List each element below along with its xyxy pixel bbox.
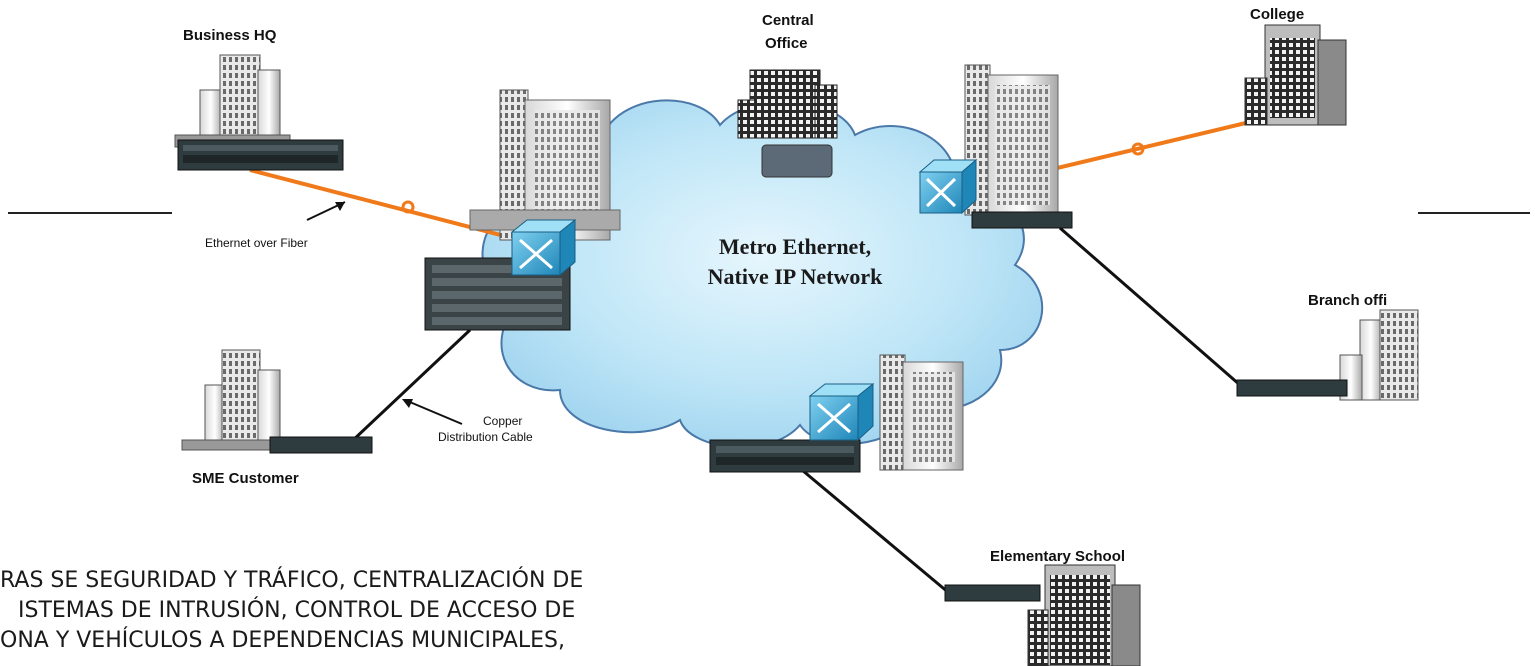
switch-right bbox=[918, 158, 978, 215]
label-elementary-school: Elementary School bbox=[990, 548, 1126, 565]
label-copper-2: Distribution Cable bbox=[438, 430, 533, 444]
cloud-title: Metro Ethernet, Native IP Network bbox=[650, 232, 940, 292]
label-ethernet-over-fiber: Ethernet over Fiber bbox=[205, 236, 308, 250]
label-central-office-1: Central bbox=[762, 12, 814, 29]
body-text: RAS SE SEGURIDAD Y TRÁFICO, CENTRALIZACI… bbox=[0, 566, 583, 656]
label-business-hq: Business HQ bbox=[183, 27, 277, 44]
right-pop bbox=[964, 64, 1073, 229]
body-text-line2: ISTEMAS DE INTRUSIÓN, CONTROL DE ACCESO … bbox=[18, 598, 576, 623]
arrow-copper bbox=[404, 399, 463, 425]
label-sme-customer: SME Customer bbox=[192, 470, 299, 487]
switch-bottom bbox=[808, 382, 875, 442]
copper-branch bbox=[1059, 226, 1241, 387]
copper-school bbox=[789, 458, 956, 600]
label-copper-1: Copper bbox=[483, 414, 523, 428]
switch-left bbox=[510, 218, 577, 277]
elementary-school-building bbox=[944, 564, 1141, 666]
college-building bbox=[1244, 24, 1347, 126]
copper-links bbox=[306, 201, 1241, 600]
branch-office-building bbox=[1236, 309, 1419, 401]
body-text-line3: ONA Y VEHÍCULOS A DEPENDENCIAS MUNICIPAL… bbox=[0, 628, 566, 653]
label-college: College bbox=[1250, 6, 1305, 23]
label-central-office-2: Office bbox=[765, 35, 808, 52]
business-hq-building bbox=[174, 54, 344, 171]
cloud-title-line1: Metro Ethernet, bbox=[718, 234, 872, 259]
sme-customer-building bbox=[181, 349, 373, 454]
bottom-pop bbox=[709, 354, 964, 473]
body-text-line1: RAS SE SEGURIDAD Y TRÁFICO, CENTRALIZACI… bbox=[0, 568, 584, 593]
copper-sme bbox=[348, 328, 472, 445]
cloud-title-line2: Native IP Network bbox=[707, 264, 883, 289]
label-branch-office: Branch offi bbox=[1308, 292, 1388, 309]
central-office-building bbox=[737, 69, 838, 178]
